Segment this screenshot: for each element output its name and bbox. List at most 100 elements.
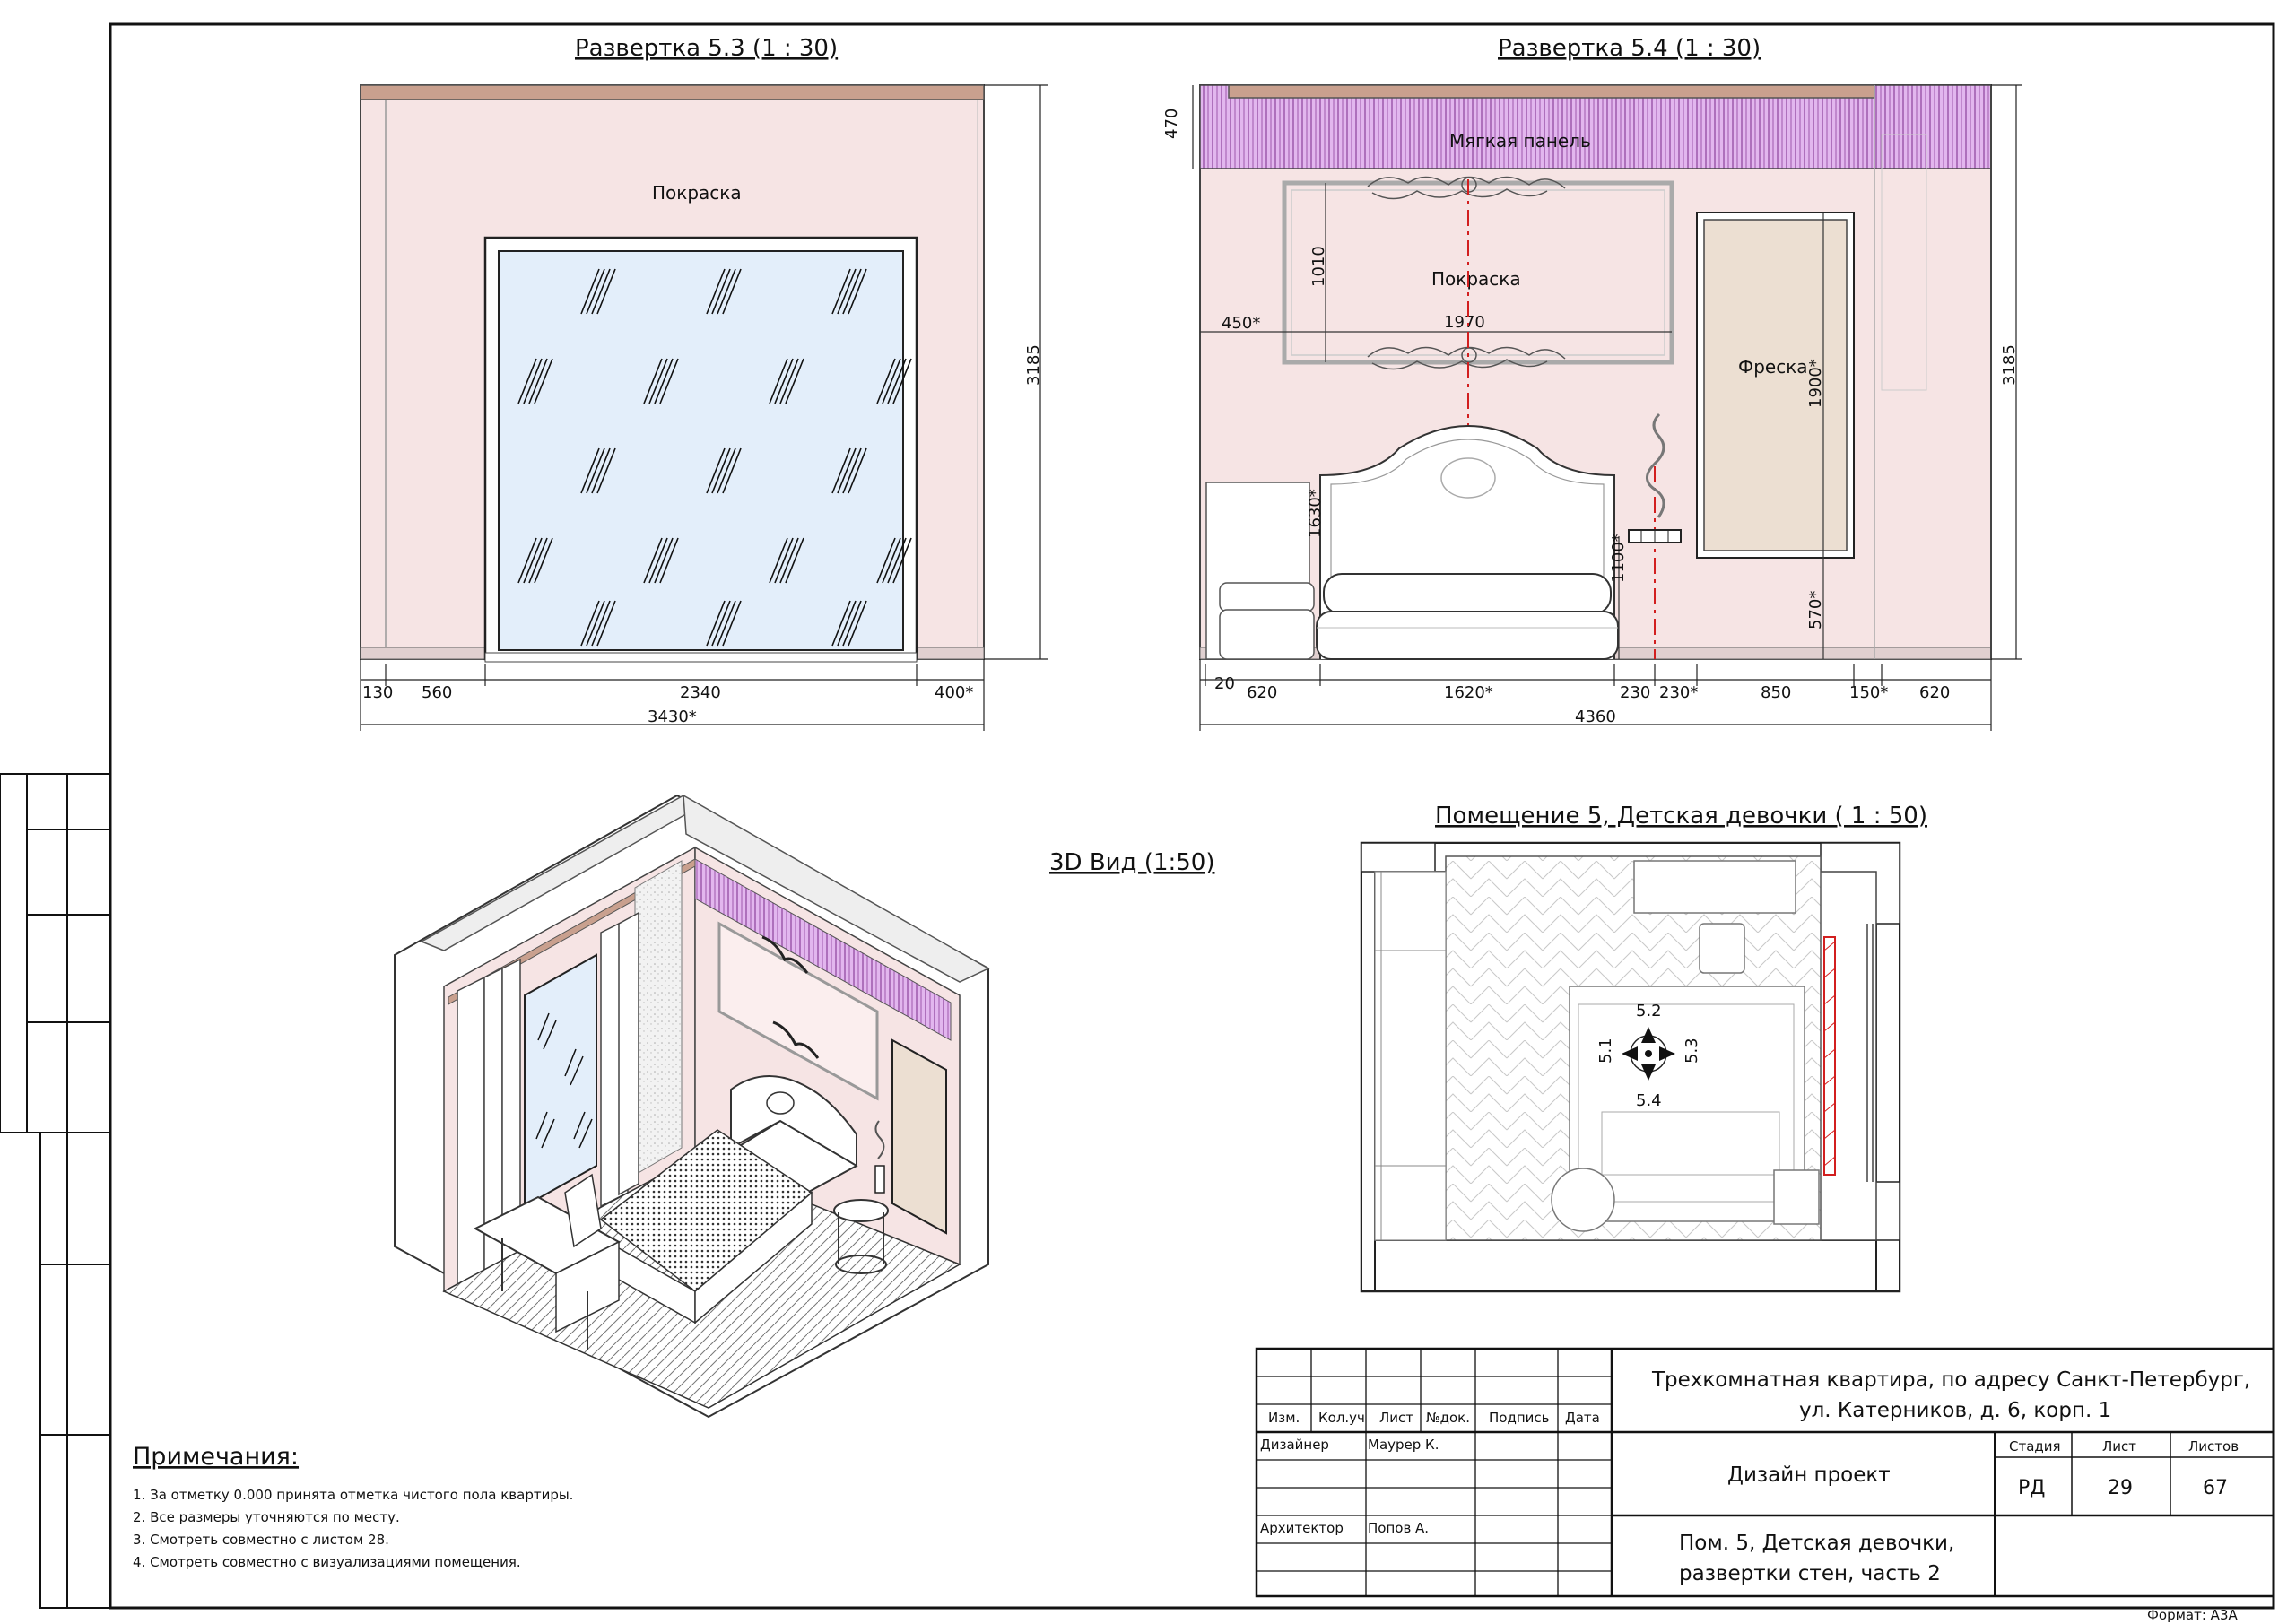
elevation-5-3: Развертка 5.3 (1 : 30) Покраска 130 560 … — [360, 35, 1048, 731]
dim-frame-height: 1010 — [1309, 246, 1328, 287]
sheets-header: Листов — [2188, 1438, 2239, 1455]
glass-stroke — [717, 447, 736, 494]
glass-stroke — [706, 600, 726, 647]
dim-fresco-height: 1900* — [1806, 359, 1825, 408]
glass-stroke — [837, 268, 857, 315]
glass-stroke — [779, 358, 799, 404]
marker-5-3: 5.3 — [1683, 1038, 1701, 1064]
glass-stroke — [848, 447, 867, 494]
doc-type: Дизайн проект — [1727, 1463, 1891, 1487]
glass-stroke — [654, 537, 674, 584]
note-4: 4. Смотреть совместно с визуализациями п… — [133, 1554, 521, 1570]
glass-stroke — [769, 537, 788, 584]
note-2: 2. Все размеры уточняются по месту. — [133, 1509, 400, 1525]
col-data: Дата — [1565, 1410, 1600, 1426]
dim-5-3-c: 2340 — [680, 683, 721, 702]
glass-stroke — [580, 268, 600, 315]
glass-stroke — [717, 268, 736, 315]
glass-stroke — [523, 358, 543, 404]
plan-title: Помещение 5, Детская девочки ( 1 : 50) — [1435, 803, 1927, 829]
glass-stroke — [848, 600, 867, 647]
view-3d-title: 3D Вид (1:50) — [1049, 849, 1214, 876]
glass-stroke — [892, 537, 912, 584]
role-architect: Архитектор — [1260, 1520, 1344, 1536]
glass-stroke — [837, 447, 857, 494]
dim-5-3-b: 560 — [422, 683, 452, 702]
fresco — [1703, 219, 1848, 551]
glass-stroke — [706, 268, 726, 315]
glass-stroke — [528, 358, 548, 404]
soft-panel — [1199, 84, 1992, 169]
glass-stroke — [887, 358, 907, 404]
dim-soft-panel: 470 — [1162, 109, 1181, 139]
glass-stroke — [711, 447, 731, 494]
glass-stroke — [586, 268, 605, 315]
elevation-5-4-title: Развертка 5.4 (1 : 30) — [1498, 35, 1761, 62]
glass-stroke — [842, 600, 862, 647]
role-designer: Дизайнер — [1260, 1437, 1329, 1453]
glass-stroke — [706, 447, 726, 494]
glass-stroke — [769, 358, 788, 404]
glass-stroke — [722, 447, 742, 494]
glass-stroke — [831, 600, 851, 647]
glass-stroke — [717, 600, 736, 647]
glass-stroke — [659, 358, 679, 404]
glass-stroke — [596, 447, 616, 494]
3d-headboard — [730, 1075, 857, 1168]
dim-5-4-total: 4360 — [1575, 708, 1616, 726]
plan-desk — [1633, 860, 1796, 914]
marker-5-1: 5.1 — [1596, 1038, 1615, 1064]
glass-stroke — [837, 600, 857, 647]
glass-stroke — [528, 537, 548, 584]
cornice-5-4 — [1228, 84, 1875, 99]
dim-5-4-c: 1620* — [1444, 683, 1493, 702]
glass-stroke — [785, 537, 804, 584]
dim-5-4-d: 230 — [1620, 683, 1650, 702]
glass-stroke — [842, 268, 862, 315]
glass-stroke — [648, 537, 668, 584]
sheets-value: 67 — [2203, 1477, 2228, 1499]
molding-frame — [1282, 180, 1674, 365]
dims-5-3 — [360, 84, 1048, 731]
glass-stroke — [517, 358, 537, 404]
glass-stroke — [596, 268, 616, 315]
glass-stroke — [842, 447, 862, 494]
glass-stroke — [580, 600, 600, 647]
cornice-5-3 — [360, 84, 985, 100]
glass-stroke — [648, 358, 668, 404]
sheet-value: 29 — [2108, 1477, 2133, 1499]
dim-offset: 450* — [1222, 314, 1260, 333]
note-1: 1. За отметку 0.000 принята отметка чист… — [133, 1487, 573, 1503]
glass-stroke — [591, 447, 611, 494]
glass-stroke — [659, 537, 679, 584]
name-designer: Маурер К. — [1368, 1437, 1439, 1453]
plan-view-marker — [1622, 1027, 1675, 1081]
binding-strip — [0, 773, 111, 1609]
notes: Примечания: 1. За отметку 0.000 принята … — [133, 1443, 573, 1570]
format-label: Формат: А3А — [2147, 1607, 2238, 1623]
glass-stroke — [785, 358, 804, 404]
soft-panel-label: Мягкая панель — [1449, 130, 1591, 152]
glass-stroke — [831, 268, 851, 315]
glass-stroke — [882, 537, 901, 584]
dim-headboard: 1630* — [1306, 489, 1325, 538]
sheet-header: Лист — [2102, 1438, 2136, 1455]
glass-stroke — [586, 600, 605, 647]
elevation-5-3-title: Развертка 5.3 (1 : 30) — [575, 35, 838, 62]
3d-curtains — [457, 911, 639, 1298]
glass-stroke — [517, 537, 537, 584]
fresco-label: Фреска — [1738, 356, 1808, 378]
dim-switch: 1100* — [1609, 534, 1628, 583]
project-line-2: ул. Катерников, д. 6, корп. 1 — [1799, 1399, 2111, 1422]
glass-stroke — [848, 268, 867, 315]
glass-stroke — [887, 537, 907, 584]
bed-mattress — [1316, 611, 1619, 660]
sheet-title-2: развертки стен, часть 2 — [1679, 1562, 1941, 1585]
stage-header: Стадия — [2009, 1438, 2061, 1455]
plan-room-5: Помещение 5, Детская девочки ( 1 : 50) — [1360, 803, 1927, 1293]
dim-5-3-a: 130 — [362, 683, 393, 702]
note-3: 3. Смотреть совместно с листом 28. — [133, 1532, 389, 1548]
glass-stroke — [831, 447, 851, 494]
dim-5-3-total: 3430* — [648, 708, 697, 726]
